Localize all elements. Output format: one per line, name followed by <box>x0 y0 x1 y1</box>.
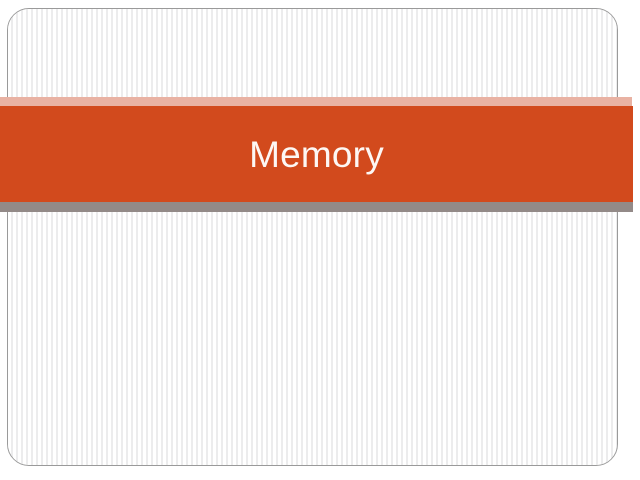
banner-body: Memory <box>0 106 633 202</box>
slide-title: Memory <box>249 133 384 175</box>
title-banner: Memory <box>0 97 640 212</box>
slide-canvas <box>7 8 618 466</box>
banner-accent-top-stripe <box>0 97 632 106</box>
pinstripe-background <box>8 9 617 465</box>
banner-accent-bottom-stripe <box>0 202 633 212</box>
